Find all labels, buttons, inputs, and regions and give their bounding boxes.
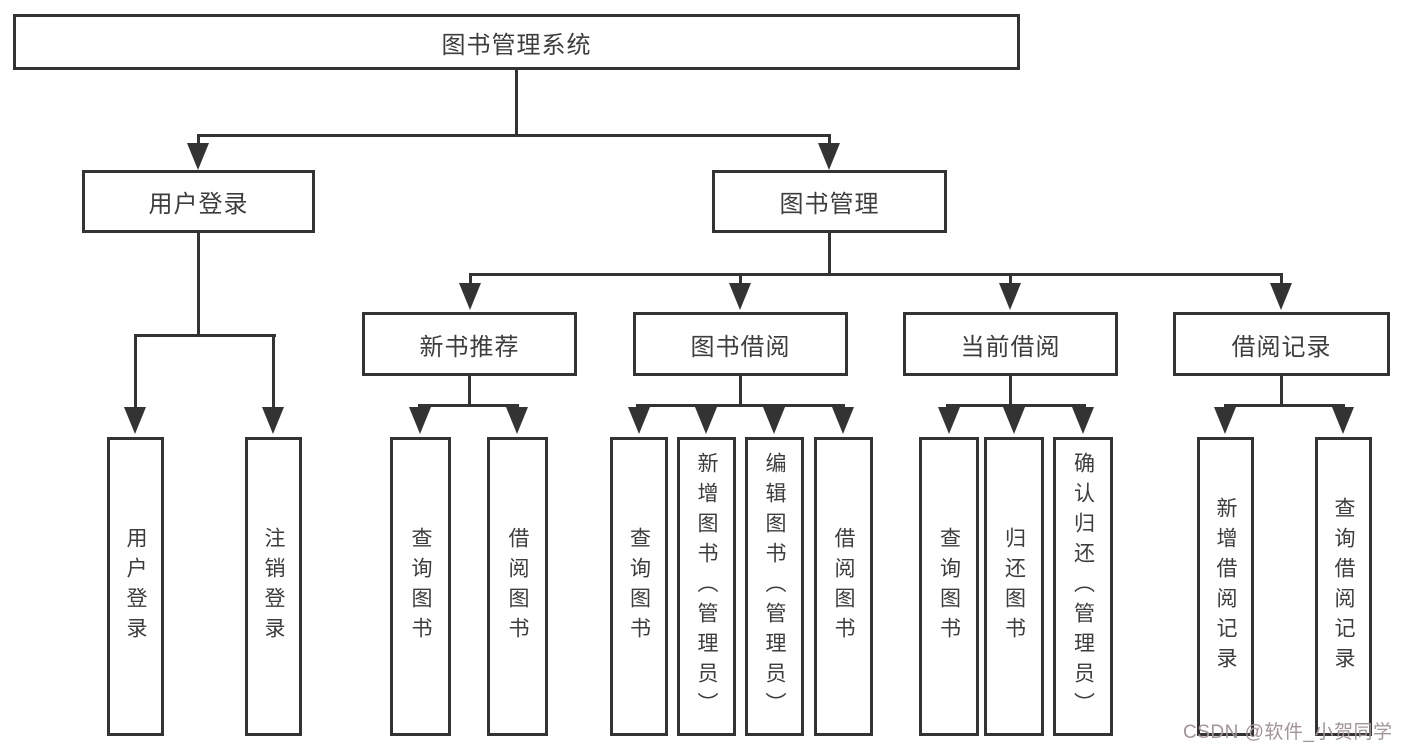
leaf-query-books-current: 查询图书: [919, 437, 979, 736]
leaf-query-books-recommend: 查询图书: [390, 437, 451, 736]
connector-bookmgmt-stub-1: [469, 275, 472, 285]
leaf-label: 新增图书（管理员）: [695, 451, 718, 722]
arrow-down-icon: [1332, 407, 1354, 434]
connector-group2-horizontal: [636, 404, 845, 407]
connector-group1-horizontal: [418, 404, 519, 407]
arrow-down-icon: [1003, 407, 1025, 434]
arrow-down-icon: [763, 407, 785, 434]
leaf-edit-books-admin: 编辑图书（管理员）: [745, 437, 804, 736]
node-current-borrow-label: 当前借阅: [960, 333, 1061, 361]
connector-group4-horizontal: [1224, 404, 1345, 407]
arrow-down-icon: [832, 407, 854, 434]
connector-root-stub-left: [197, 134, 200, 147]
connector-bookmgmt-stub-4: [1280, 275, 1283, 285]
leaf-add-borrow-record: 新增借阅记录: [1197, 437, 1254, 736]
leaf-confirm-return-admin: 确认归还（管理员）: [1053, 437, 1113, 736]
leaf-logout: 注销登录: [245, 437, 302, 736]
node-book-management: 图书管理: [712, 170, 947, 233]
node-current-borrow: 当前借阅: [903, 312, 1118, 376]
node-borrow-records: 借阅记录: [1173, 312, 1390, 376]
arrow-down-icon: [409, 407, 431, 434]
connector-group3-vertical: [1009, 376, 1012, 406]
leaf-query-borrow-record: 查询借阅记录: [1315, 437, 1372, 736]
connector-group1-vertical: [468, 376, 471, 406]
leaf-label: 确认归还（管理员）: [1071, 451, 1095, 722]
leaf-label: 用户登录: [124, 526, 147, 647]
leaf-label: 查询借阅记录: [1332, 496, 1355, 677]
leaf-add-books-admin: 新增图书（管理员）: [677, 437, 736, 736]
arrow-down-icon: [1072, 407, 1094, 434]
leaf-return-books: 归还图书: [984, 437, 1044, 736]
connector-bookmgmt-stub-3: [1009, 275, 1012, 285]
leaf-label: 查询图书: [937, 526, 961, 647]
connector-root-vertical: [515, 70, 518, 137]
csdn-watermark: CSDN @软件_小贺同学: [1183, 722, 1393, 743]
connector-userlogin-stub-2: [272, 334, 275, 409]
leaf-label: 借阅图书: [506, 526, 529, 647]
connector-root-stub-right: [828, 134, 831, 147]
arrow-down-icon: [124, 407, 146, 434]
leaf-borrow-books-recommend: 借阅图书: [487, 437, 548, 736]
arrow-down-icon: [818, 143, 840, 170]
arrow-down-icon: [1270, 283, 1292, 310]
node-user-login-label: 用户登录: [148, 191, 249, 218]
connector-root-horizontal: [197, 134, 831, 137]
leaf-label: 借阅图书: [832, 526, 855, 647]
connector-group2-vertical: [739, 376, 742, 406]
connector-group3-horizontal: [946, 404, 1086, 407]
leaf-user-login: 用户登录: [107, 437, 164, 736]
leaf-label: 新增借阅记录: [1214, 496, 1237, 677]
arrow-down-icon: [695, 407, 717, 434]
leaf-label: 归还图书: [1002, 526, 1026, 647]
arrow-down-icon: [459, 283, 481, 310]
node-book-borrow: 图书借阅: [633, 312, 848, 376]
node-root-label: 图书管理系统: [441, 31, 592, 59]
node-new-book-recommend: 新书推荐: [362, 312, 577, 376]
leaf-label: 查询图书: [409, 526, 432, 647]
arrow-down-icon: [938, 407, 960, 434]
arrow-down-icon: [1214, 407, 1236, 434]
node-book-borrow-label: 图书借阅: [690, 333, 791, 361]
arrow-down-icon: [262, 407, 284, 434]
leaf-label: 查询图书: [627, 526, 651, 647]
connector-bookmgmt-horizontal: [469, 273, 1283, 276]
arrow-down-icon: [729, 283, 751, 310]
connector-userlogin-stub-1: [134, 334, 137, 409]
node-user-login: 用户登录: [82, 170, 315, 233]
connector-bookmgmt-vertical: [828, 233, 831, 275]
leaf-query-books-borrow: 查询图书: [610, 437, 668, 736]
arrow-down-icon: [628, 407, 650, 434]
node-book-management-label: 图书管理: [779, 191, 880, 218]
leaf-label: 编辑图书（管理员）: [763, 451, 786, 722]
arrow-down-icon: [187, 143, 209, 170]
leaf-label: 注销登录: [262, 526, 285, 647]
leaf-borrow-books: 借阅图书: [814, 437, 873, 736]
node-new-book-recommend-label: 新书推荐: [419, 333, 520, 361]
connector-bookmgmt-stub-2: [739, 275, 742, 285]
connector-group4-vertical: [1280, 376, 1283, 406]
connector-userlogin-horizontal: [134, 334, 276, 337]
connector-userlogin-vertical: [197, 233, 200, 336]
node-root: 图书管理系统: [13, 14, 1020, 70]
arrow-down-icon: [999, 283, 1021, 310]
arrow-down-icon: [506, 407, 528, 434]
node-borrow-records-label: 借阅记录: [1231, 333, 1332, 361]
